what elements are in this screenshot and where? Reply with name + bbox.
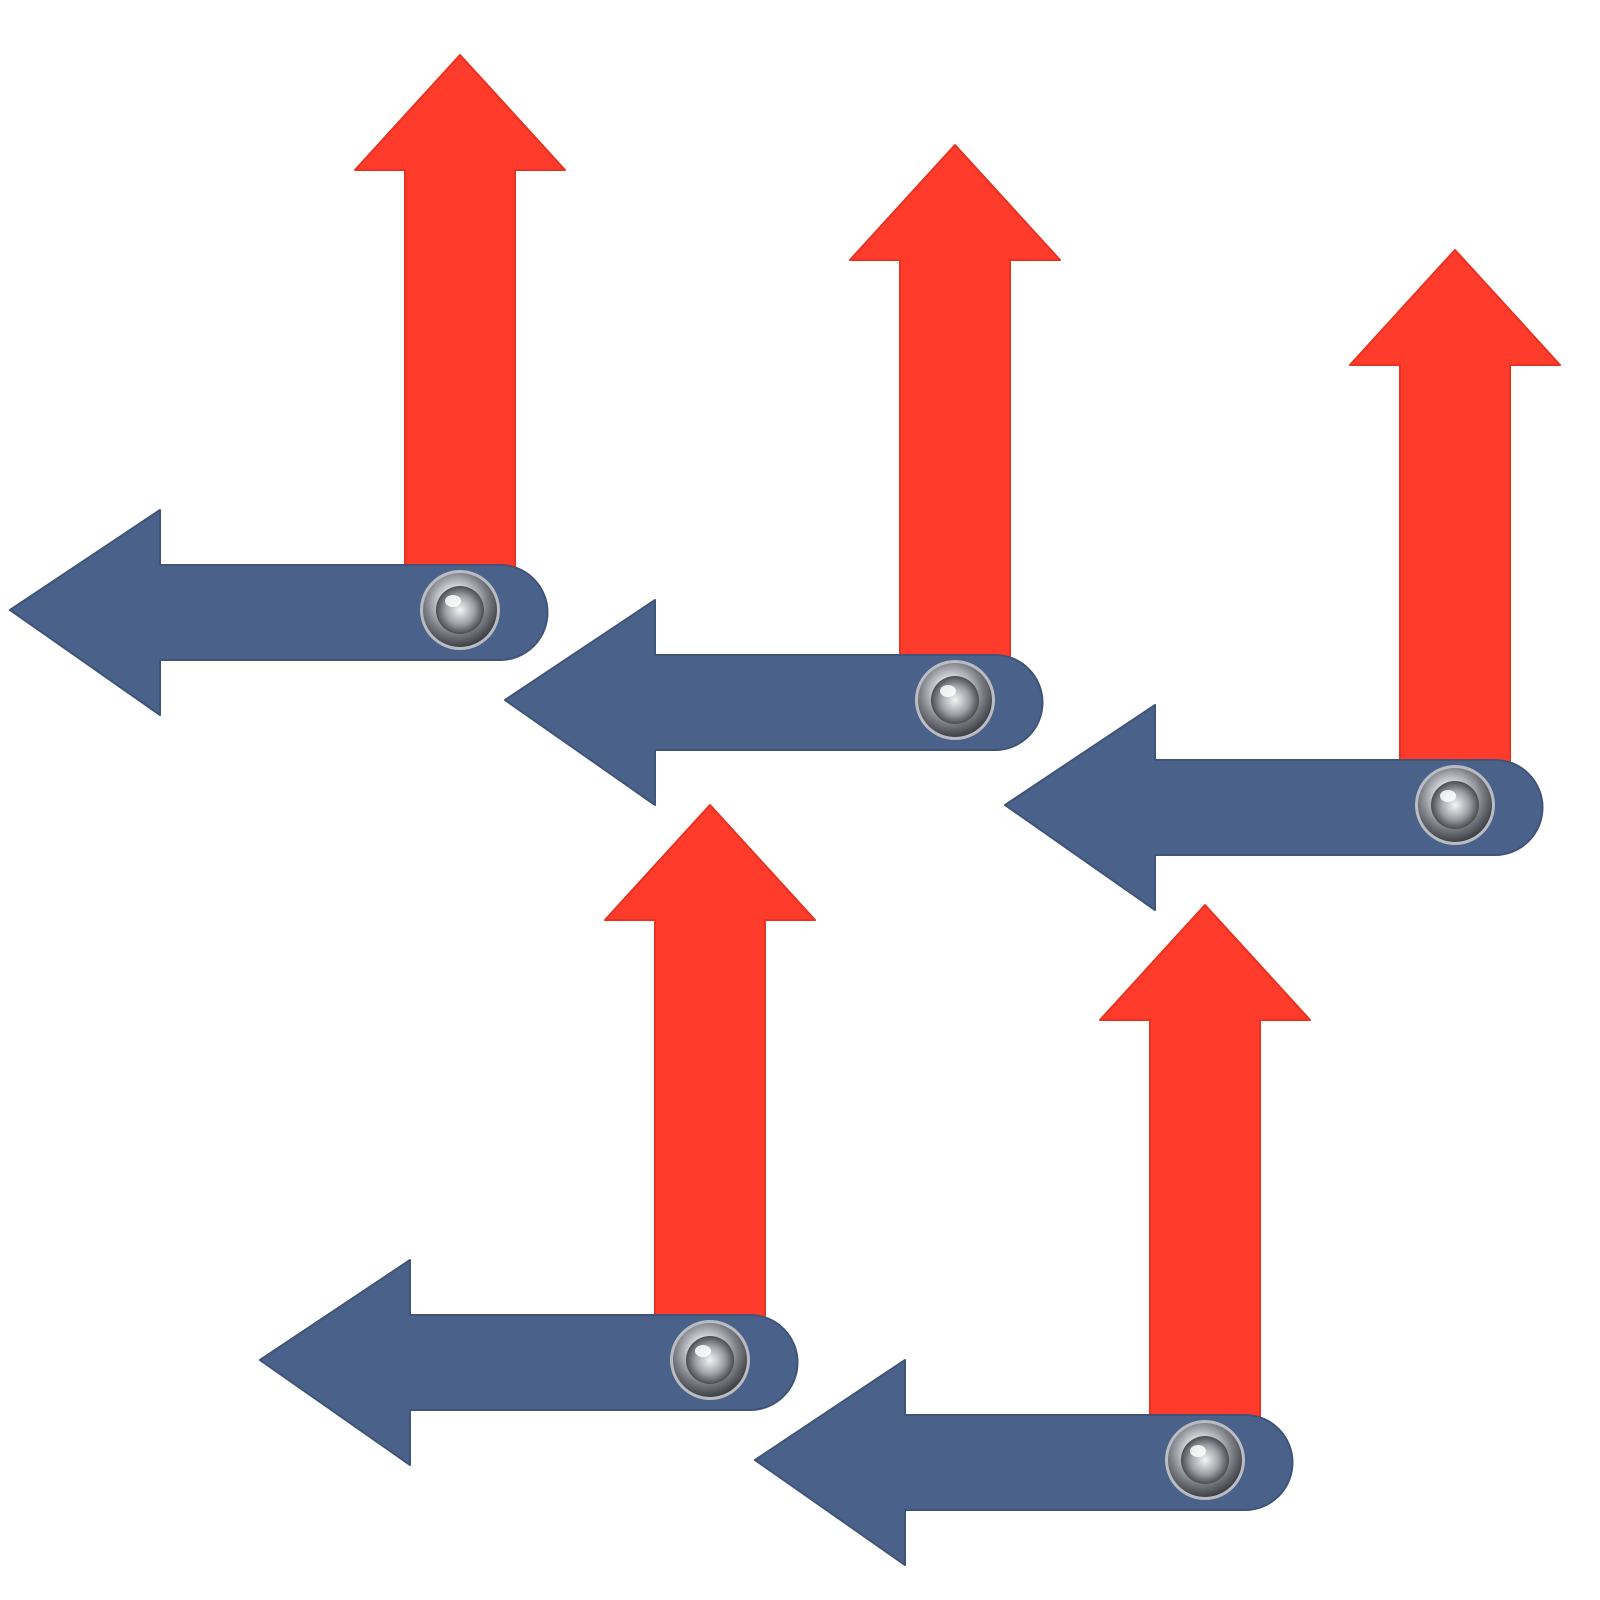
clock-hands-bottom-right [754,904,1311,1566]
clock-hands-top-middle [504,144,1061,806]
clock-hands-top-left [9,54,566,716]
clock-hands-top-right [1004,249,1561,911]
clock-hands-bottom-left [259,804,816,1466]
